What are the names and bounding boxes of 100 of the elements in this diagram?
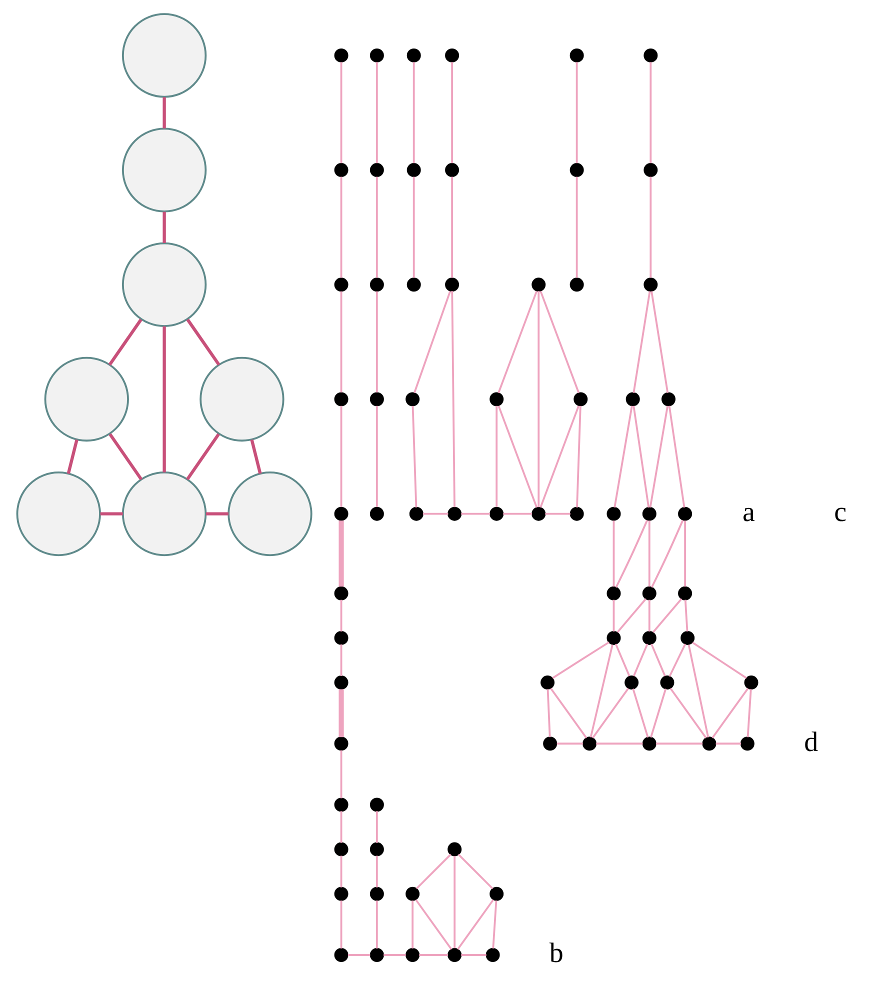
connector bbox=[614, 405, 633, 508]
connector bbox=[376, 855, 378, 887]
node-circle bbox=[642, 586, 656, 600]
node-circle bbox=[370, 797, 384, 812]
node-circle bbox=[370, 947, 384, 962]
connector bbox=[338, 688, 344, 737]
node-circle bbox=[370, 392, 384, 406]
connector bbox=[650, 62, 652, 163]
connector bbox=[576, 62, 578, 163]
node-circle bbox=[490, 886, 504, 900]
node-circle bbox=[448, 947, 462, 962]
node-circle bbox=[660, 675, 674, 690]
connector bbox=[412, 900, 414, 948]
node-circle bbox=[570, 48, 584, 62]
node-circle bbox=[122, 471, 207, 556]
connector bbox=[668, 643, 686, 676]
node-circle bbox=[532, 277, 546, 292]
node-circle bbox=[582, 736, 597, 750]
connector bbox=[412, 62, 415, 163]
connector bbox=[650, 519, 684, 588]
connector bbox=[376, 62, 378, 163]
connector bbox=[376, 176, 378, 278]
connector bbox=[650, 290, 669, 393]
node-circle bbox=[334, 886, 348, 900]
connector bbox=[451, 176, 453, 278]
node-circle bbox=[228, 471, 312, 556]
node-circle bbox=[370, 886, 384, 900]
connector bbox=[650, 176, 652, 278]
node-circle bbox=[532, 506, 546, 520]
connector bbox=[376, 900, 378, 948]
node-circle bbox=[370, 506, 384, 520]
node-circle bbox=[642, 506, 656, 520]
node-circle bbox=[606, 506, 621, 520]
node-circle bbox=[44, 356, 129, 442]
connector bbox=[340, 176, 342, 278]
label: b bbox=[549, 938, 564, 969]
connector bbox=[498, 405, 538, 508]
connector bbox=[206, 512, 228, 515]
connector bbox=[652, 598, 682, 632]
node-circle bbox=[570, 506, 584, 520]
connector bbox=[670, 687, 707, 738]
node-circle bbox=[606, 630, 621, 644]
connector bbox=[546, 688, 551, 737]
node-circle bbox=[370, 48, 384, 62]
node-circle bbox=[16, 471, 101, 556]
connector bbox=[338, 520, 344, 586]
connector bbox=[422, 512, 448, 514]
node-circle bbox=[200, 356, 284, 442]
connector bbox=[340, 855, 342, 887]
node-circle bbox=[334, 162, 348, 177]
connector bbox=[650, 688, 667, 738]
node-circle bbox=[448, 506, 462, 520]
connector bbox=[416, 853, 452, 889]
node-circle bbox=[644, 277, 658, 292]
node-circle bbox=[406, 48, 421, 62]
node-circle bbox=[744, 675, 758, 690]
connector bbox=[632, 290, 651, 393]
connector bbox=[545, 512, 570, 514]
node-circle bbox=[334, 277, 348, 292]
connector bbox=[656, 742, 703, 744]
connector bbox=[540, 290, 580, 393]
connector bbox=[340, 750, 342, 798]
connector bbox=[376, 290, 378, 392]
connector bbox=[451, 62, 453, 163]
connector bbox=[552, 640, 610, 678]
connector bbox=[108, 318, 142, 366]
connector bbox=[340, 62, 342, 163]
node-circle bbox=[702, 736, 716, 750]
node-circle bbox=[678, 506, 692, 520]
connector bbox=[684, 520, 686, 586]
connector bbox=[632, 688, 649, 738]
connector bbox=[100, 512, 123, 515]
connector bbox=[668, 405, 686, 508]
node-circle bbox=[406, 277, 421, 292]
connector bbox=[616, 598, 647, 632]
connector bbox=[413, 290, 452, 393]
node-circle bbox=[122, 242, 207, 326]
connector bbox=[340, 810, 342, 842]
connector bbox=[612, 599, 615, 631]
connector bbox=[649, 405, 669, 508]
node-circle bbox=[122, 12, 207, 98]
connector bbox=[250, 438, 262, 474]
connector bbox=[340, 644, 342, 676]
connector bbox=[162, 96, 166, 128]
connector bbox=[576, 176, 578, 278]
node-circle bbox=[740, 736, 754, 750]
connector bbox=[458, 853, 494, 889]
connector bbox=[648, 520, 650, 586]
node-circle bbox=[334, 947, 348, 962]
node-circle bbox=[490, 506, 504, 520]
connector bbox=[108, 432, 143, 480]
connector bbox=[348, 954, 370, 956]
connector bbox=[496, 405, 498, 506]
node-circle bbox=[370, 277, 384, 292]
connector bbox=[412, 405, 418, 507]
label: c bbox=[834, 496, 847, 528]
connector bbox=[716, 742, 741, 744]
node-circle bbox=[370, 842, 384, 856]
node-circle bbox=[540, 675, 555, 690]
connector bbox=[592, 687, 630, 738]
